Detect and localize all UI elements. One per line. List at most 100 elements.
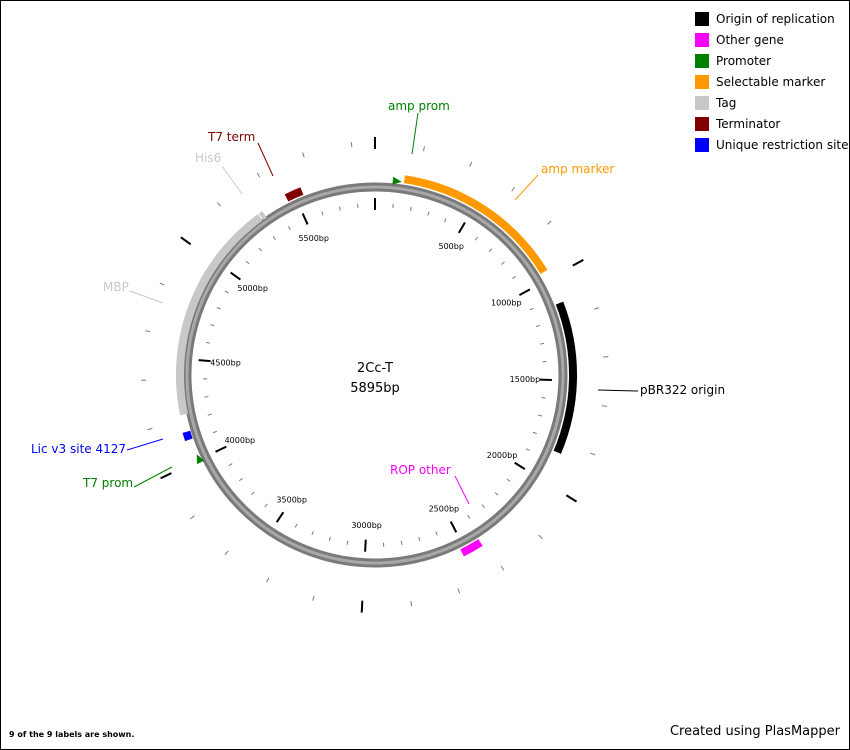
- label-leader-line: [221, 165, 243, 195]
- inner-tick: [400, 540, 403, 545]
- feature-rop-other: [460, 539, 483, 557]
- restriction-site-marker: [182, 430, 193, 442]
- feature-arcs: [176, 175, 577, 557]
- scale-label: 1000bp: [491, 298, 522, 307]
- scale-label: 2500bp: [429, 504, 460, 513]
- labels-shown-note: 9 of the 9 labels are shown.: [9, 730, 135, 739]
- legend-item: Selectable marker: [695, 71, 849, 92]
- outer-tick: [572, 258, 584, 267]
- inner-tick: [311, 531, 314, 536]
- inner-tick: [481, 504, 485, 508]
- feature-arc: [176, 214, 263, 416]
- feature-lic-v3-site-4127: [182, 430, 193, 442]
- label-leader-line: [126, 438, 164, 451]
- legend-label: Promoter: [716, 53, 772, 68]
- scale-label: 500bp: [438, 242, 463, 251]
- outer-tick: [256, 172, 261, 178]
- inner-tick: [198, 359, 211, 363]
- scale-label: 3500bp: [276, 496, 307, 505]
- feature-mbp: [176, 214, 263, 416]
- inner-tick: [444, 218, 447, 223]
- feature-label: T7 term: [207, 130, 255, 144]
- inner-tick: [506, 478, 511, 482]
- outer-tick: [266, 577, 270, 583]
- legend-swatch: [695, 74, 709, 89]
- legend-label: Terminator: [716, 116, 781, 131]
- legend: Origin of replication Other gene Promote…: [695, 8, 849, 155]
- outer-tick: [147, 428, 153, 431]
- label-leader-line: [257, 142, 274, 177]
- backbone-ring-highlight: [185, 185, 565, 565]
- inner-tick: [538, 414, 543, 417]
- legend-swatch: [695, 11, 709, 26]
- inner-tick: [449, 521, 458, 533]
- inner-tick: [272, 236, 276, 240]
- credit-text: Created using PlasMapper: [669, 724, 840, 739]
- outer-tick: [302, 152, 305, 158]
- feature-his6: [258, 211, 267, 220]
- scale-label: 2000bp: [487, 451, 518, 460]
- inner-tick: [239, 477, 243, 482]
- outer-tick: [469, 161, 473, 167]
- inner-tick: [346, 540, 349, 545]
- outer-tick: [590, 452, 596, 456]
- tick-marks: [141, 137, 609, 613]
- feature-amp-marker: [403, 175, 548, 274]
- feature-amp-prom: [392, 176, 402, 185]
- inner-tick: [224, 290, 229, 294]
- inner-tick: [467, 514, 471, 519]
- feature-t7-prom: [196, 454, 205, 465]
- feature-t7-term: [284, 187, 304, 202]
- outer-tick: [216, 201, 221, 207]
- inner-tick: [321, 211, 324, 216]
- scale-label: 4500bp: [210, 358, 241, 367]
- outer-tick: [160, 472, 172, 480]
- inner-tick: [258, 247, 262, 252]
- outer-tick: [159, 282, 165, 286]
- outer-tick: [410, 601, 413, 607]
- inner-tick: [206, 341, 211, 344]
- inner-tick: [541, 397, 546, 399]
- plasmid-name: 2Cc-T: [357, 361, 393, 376]
- feature-arc: [460, 539, 483, 557]
- feature-arc: [258, 211, 267, 220]
- outer-tick: [594, 307, 600, 310]
- feature-arc: [284, 187, 304, 202]
- feature-label: T7 prom: [82, 476, 133, 490]
- inner-tick: [328, 536, 331, 541]
- outer-tick: [500, 565, 505, 571]
- inner-tick: [457, 222, 466, 234]
- legend-item: Other gene: [695, 29, 849, 50]
- inner-tick: [494, 492, 499, 496]
- legend-item: Promoter: [695, 50, 849, 71]
- inner-tick: [275, 511, 285, 523]
- inner-tick: [474, 236, 479, 241]
- label-leader-line: [411, 112, 419, 155]
- inner-tick: [532, 431, 537, 435]
- scale-label: 5000bp: [237, 284, 268, 293]
- legend-label: Origin of replication: [716, 11, 835, 26]
- inner-tick: [501, 261, 505, 265]
- outer-tick: [601, 405, 607, 407]
- inner-tick: [245, 260, 250, 265]
- plasmid-size: 5895bp: [350, 381, 400, 396]
- outer-tick: [511, 186, 516, 192]
- outer-tick: [350, 142, 353, 148]
- inner-tick: [212, 430, 217, 434]
- inner-tick: [228, 463, 233, 467]
- outer-tick: [312, 595, 315, 601]
- scale-label: 4000bp: [225, 436, 256, 445]
- inner-tick: [418, 537, 421, 542]
- outer-tick: [538, 534, 543, 539]
- feature-arc: [403, 175, 548, 274]
- inner-tick: [339, 206, 341, 211]
- scale-label: 3000bp: [351, 521, 382, 530]
- inner-tick: [535, 325, 540, 328]
- promoter-arrow-icon: [196, 454, 205, 465]
- promoter-arrow-icon: [392, 176, 402, 185]
- feature-label: Lic v3 site 4127: [31, 442, 126, 456]
- outer-tick: [422, 146, 425, 152]
- legend-swatch: [695, 137, 709, 152]
- label-leader-line: [597, 389, 639, 392]
